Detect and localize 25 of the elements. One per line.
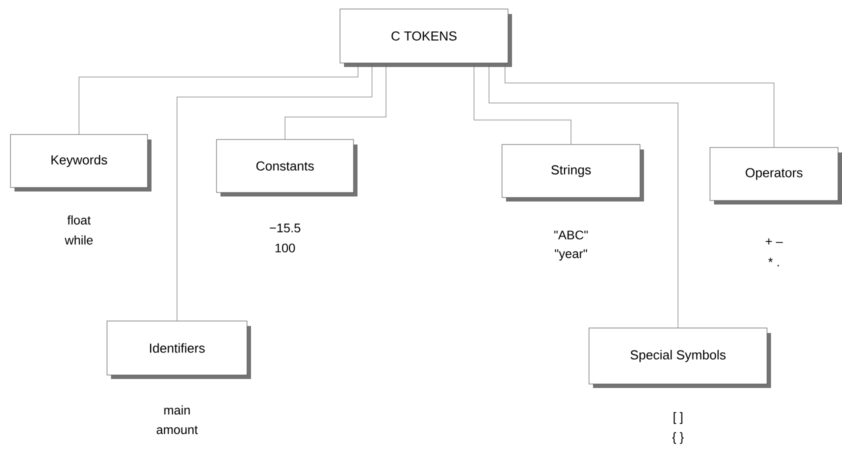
category-box: Operators (710, 147, 842, 204)
example-text: + – (766, 238, 783, 245)
example-text: "year" (554, 249, 588, 261)
category-box: Identifiers (106, 320, 251, 379)
connector-line (176, 63, 372, 321)
connector-line (488, 63, 678, 328)
connector-line (284, 63, 386, 140)
example-text: 100 (276, 244, 295, 252)
category-box: Special Symbols (588, 328, 771, 388)
connector-line (78, 63, 358, 134)
example-text: float (67, 215, 91, 225)
example-text: while (64, 235, 93, 245)
example-text: amount (156, 426, 198, 434)
example-text: [ ] (674, 412, 682, 424)
category-box: Strings (502, 144, 644, 202)
example-text: main (164, 405, 190, 415)
category-box: Keywords (10, 134, 152, 192)
example-text: −15.5 (270, 224, 300, 232)
category-box: C TOKENS (340, 8, 512, 67)
category-box: Constants (216, 139, 358, 196)
example-text: { } (672, 432, 684, 444)
example-text: "ABC" (554, 230, 588, 240)
example-text: * . (768, 258, 779, 266)
connector-line (474, 63, 572, 144)
connector-line (504, 63, 774, 148)
